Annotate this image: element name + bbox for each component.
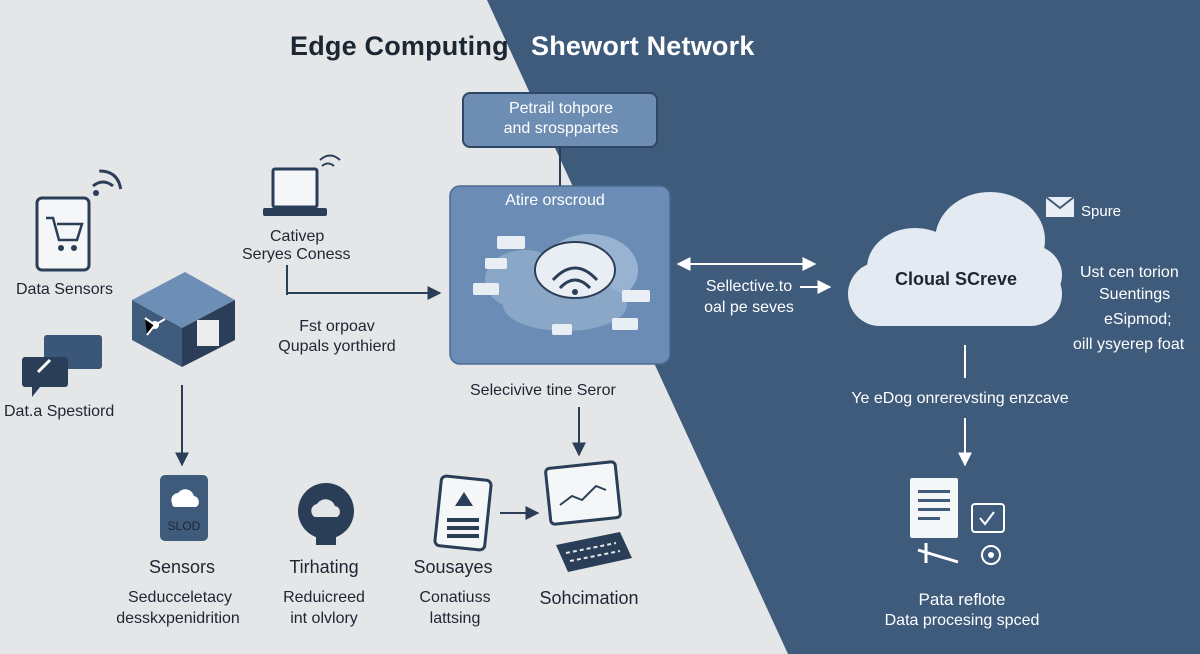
pata-line-1: Data procesing spced — [884, 612, 1040, 629]
data-spestiord-label: Dat.a Spestiord — [4, 403, 115, 420]
sousayes-line-1: Conatiuss — [419, 589, 491, 606]
cloud-label: Cloual SCreve — [894, 269, 1018, 289]
edge-box-icon — [132, 272, 235, 367]
mid-right-caption: Ye eDog onrerevsting enzcave — [851, 390, 1069, 407]
key-icon — [981, 545, 1001, 565]
tablet-icon — [433, 474, 493, 552]
tirhating-line-1: Reduicreed — [283, 589, 365, 606]
top-box-line-2: and srosppartes — [503, 120, 619, 137]
laptop-icon — [263, 154, 341, 216]
cloud-head-icon — [298, 483, 354, 545]
tirhating-line-2: int olvlory — [290, 610, 358, 627]
center-panel-title: Atire orscroud — [505, 192, 605, 209]
right-list-1: Ust cen torion — [1080, 264, 1179, 281]
keyboard-icon — [556, 532, 632, 572]
data-sensors-label: Data Sensors — [16, 281, 113, 298]
right-list-4: oill ysyerep foat — [1073, 336, 1185, 353]
clipboard-icon — [971, 503, 1005, 533]
gateway-label-1: Cativep — [270, 228, 325, 245]
sensors-line-1: Seducceletacy — [127, 589, 233, 606]
arrow-caption-2: oal pe seves — [704, 299, 794, 316]
monitor-chart-icon — [544, 460, 622, 526]
wifi-icon — [92, 169, 123, 196]
mail-icon — [1045, 196, 1075, 217]
top-box-line-1: Petrail tohpore — [508, 100, 614, 117]
pata-title: Pata reflote — [918, 590, 1006, 609]
arrow-caption-1: Sellective.to — [705, 278, 793, 295]
sohcimation-title: Sohcimation — [539, 588, 639, 608]
cloud-chip-icon — [160, 475, 208, 541]
center-caption: Selecivive tine Seror — [470, 382, 616, 399]
shopping-cart-tablet-icon — [35, 196, 91, 272]
chat-bubbles-icon — [22, 335, 102, 397]
title-left: Edge Computing — [290, 31, 509, 61]
right-list-3: eSipmod; — [1104, 311, 1172, 328]
fst-label-1: Fst orpoav — [299, 318, 375, 335]
tirhating-title: Tirhating — [289, 557, 359, 577]
cloud-icon — [848, 192, 1062, 326]
chip-label: SLOD — [167, 519, 201, 533]
right-list-2: Suentings — [1099, 286, 1171, 303]
title-right: Shewort Network — [531, 31, 755, 61]
gateway-label-2: Seryes Coness — [242, 246, 351, 263]
cloud-cluster-icon — [473, 234, 650, 335]
dark-background — [487, 0, 1200, 654]
sousayes-line-2: lattsing — [429, 610, 481, 627]
document-icon — [910, 478, 959, 564]
spure-label: Spure — [1081, 203, 1122, 220]
sousayes-title: Sousayes — [413, 557, 493, 577]
sensors-title: Sensors — [148, 557, 216, 577]
sensors-line-2: desskxpenidrition — [116, 610, 240, 627]
fst-label-2: Qupals yorthierd — [278, 338, 396, 355]
